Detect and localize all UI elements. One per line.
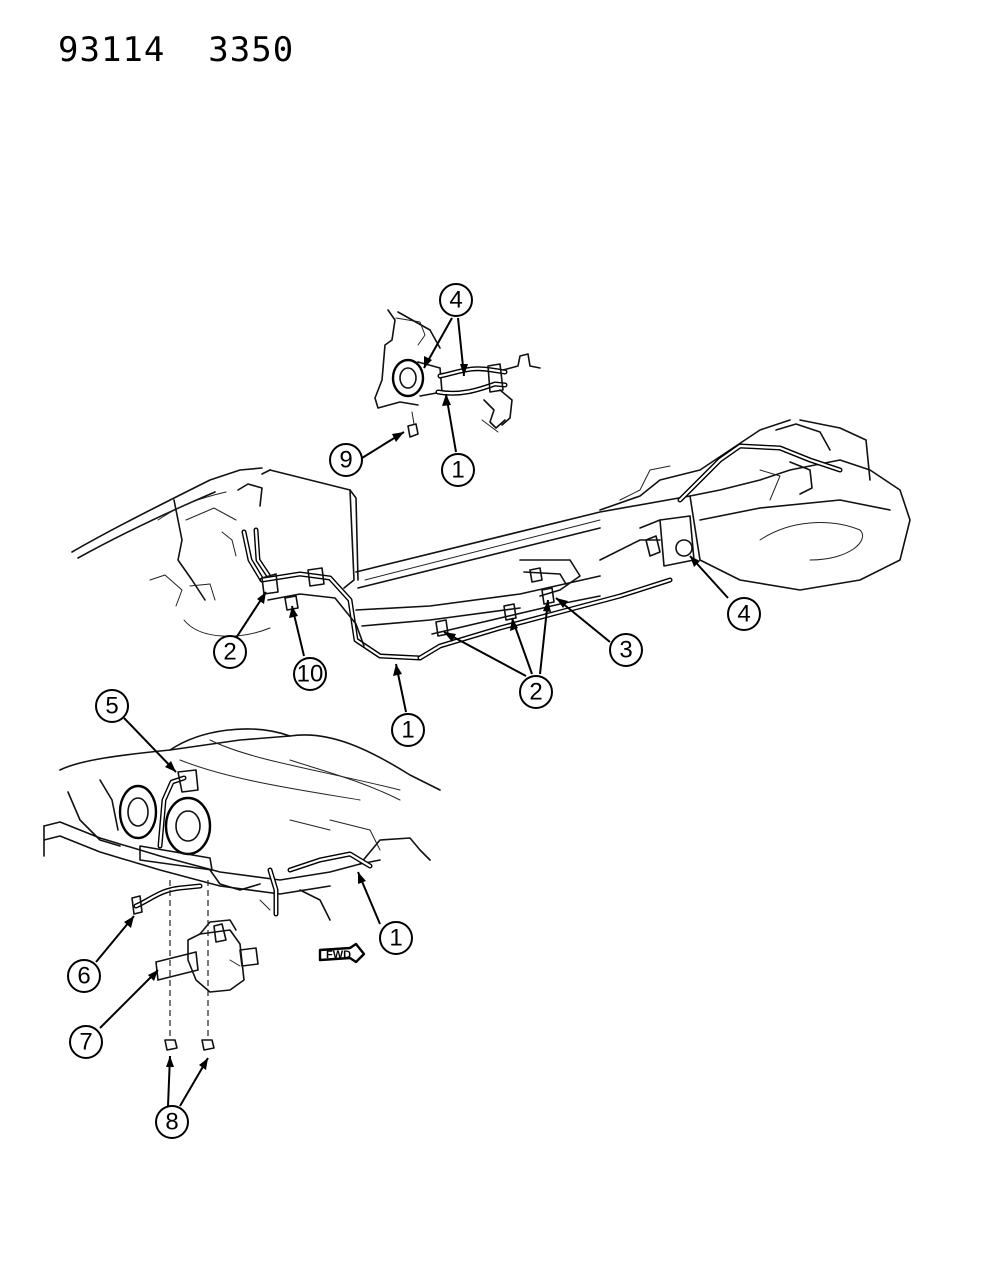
callout-3: 3 xyxy=(609,633,643,667)
callout-label: 10 xyxy=(297,661,324,688)
callout-1-top: 1 xyxy=(441,453,475,487)
callout-arrows xyxy=(95,317,729,1107)
callout-9: 9 xyxy=(329,443,363,477)
engine-compartment-view: FWD xyxy=(43,728,441,1051)
callout-7: 7 xyxy=(69,1025,103,1059)
callout-10: 10 xyxy=(293,657,327,691)
underbody-view xyxy=(71,419,911,661)
callout-label: 2 xyxy=(529,679,542,706)
callout-5: 5 xyxy=(95,689,129,723)
fwd-label: FWD xyxy=(326,949,351,961)
callout-8: 8 xyxy=(155,1105,189,1139)
callout-label: 4 xyxy=(737,601,750,628)
callout-label: 8 xyxy=(165,1109,178,1136)
callout-6: 6 xyxy=(67,959,101,993)
master-cylinder-inset xyxy=(374,309,541,438)
callout-2-middle: 2 xyxy=(519,675,553,709)
callout-label: 1 xyxy=(389,925,402,952)
callout-label: 1 xyxy=(401,717,414,744)
callout-label: 9 xyxy=(339,447,352,474)
callout-4-top: 4 xyxy=(439,283,473,317)
diagram-reference-code: 93114 3350 xyxy=(58,30,295,70)
callout-4-right: 4 xyxy=(727,597,761,631)
callout-label: 3 xyxy=(619,637,632,664)
callout-label: 5 xyxy=(105,693,118,720)
callout-label: 4 xyxy=(449,287,462,314)
callout-2-left: 2 xyxy=(213,635,247,669)
callout-1-middle: 1 xyxy=(391,713,425,747)
callout-label: 7 xyxy=(79,1029,92,1056)
callout-label: 1 xyxy=(451,457,464,484)
callout-1-bottom: 1 xyxy=(379,921,413,955)
callout-label: 2 xyxy=(223,639,236,666)
callout-label: 6 xyxy=(77,963,90,990)
